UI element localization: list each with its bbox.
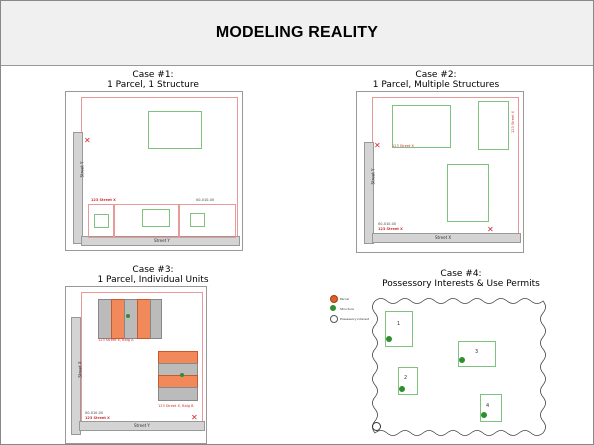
legend-possessory-icon [330,315,338,323]
case3-address-point-icon: ✕ [191,413,198,422]
legend-possessory-label: Possessory interest [340,317,369,321]
case1-street-horizontal [81,236,240,246]
case4-label-1: 1 [397,321,401,327]
case1-title-line2: 1 Parcel, 1 Structure [107,80,199,90]
case1-panel: Street Y Street Y ✕ 123 Street X 00-010-… [65,91,243,251]
case4-structure-4 [481,412,487,418]
case2-structure-3 [447,164,489,222]
case4-structure-2 [399,386,405,392]
case3-street-vertical [71,317,81,435]
case2-address-point-icon: ✕ [374,141,381,150]
case4-structure-1 [386,336,392,342]
case3-unit-a5 [150,299,162,339]
legend-parcel-icon [330,295,338,303]
case4-label-4: 4 [486,403,490,409]
case1-parcel-id: 00-010-00 [196,198,215,202]
case4-title: Case #4: Possessory Interests & Use Perm… [371,269,551,289]
case4-label-2: 2 [404,375,408,381]
case2-parcel-id: 00-010-00 [378,222,397,226]
case1-street-label-2: Street Y [154,238,170,243]
case1-address-point-icon: ✕ [84,136,91,145]
case3-building-b-point [180,373,184,377]
case4-panel: Parcel Structure Possessory interest 1 2… [327,291,557,443]
case3-title-line1: Case #3: [132,265,174,275]
case3-parcel-id: 00-010-00 [85,411,104,415]
case1-street-vertical [73,132,83,244]
case2-street-vertical [364,142,374,244]
case1-street-label: Street Y [79,161,85,178]
legend-structure-label: Structure [340,307,354,311]
case2-street-horizontal [372,233,521,243]
case2-structure-2-label: 123 Street X [510,111,515,133]
legend-structure-icon [330,305,336,311]
case2-title-line2: 1 Parcel, Multiple Structures [372,80,500,90]
case4-use-permit-2 [398,367,418,395]
case2-structure-1-label: 123 Street X [392,144,414,148]
case4-use-permit-4 [480,394,502,422]
case3-title-line2: 1 Parcel, Individual Units [97,275,209,285]
case2-structure-1 [392,105,451,148]
case2-title: Case #2: 1 Parcel, Multiple Structures [346,70,526,90]
case2-street-label-2: Street X [435,235,452,240]
case3-address: 123 Street X [85,416,110,420]
case3-title: Case #3: 1 Parcel, Individual Units [63,265,243,285]
page-title: MODELING REALITY [215,24,379,41]
case1-title: Case #1: 1 Parcel, 1 Structure [63,70,243,90]
case2-address-point-icon-2: ✕ [487,225,494,234]
case2-street-label: Street Y [370,168,376,185]
legend-parcel-label: Parcel [340,297,350,301]
case3-building-a-label: 123 Street X, Bldg A [98,338,134,342]
case1-title-line1: Case #1: [132,70,174,80]
header-bar: MODELING REALITY [1,1,593,66]
case4-title-line2: Possessory Interests & Use Permits [382,279,540,289]
case2-title-line1: Case #2: [415,70,457,80]
case1-structure [148,111,202,149]
case3-unit-b4 [158,387,198,401]
case4-title-line1: Case #4: [440,269,482,279]
case2-panel: Street Y Street X ✕ ✕ 123 Street X 123 S… [356,91,524,253]
case1-subparcel-a [88,204,115,238]
case4-parcel-wavy-boundary [372,298,546,436]
case1-small-structure-c [190,213,205,227]
case1-small-structure-a [94,214,109,228]
case4-use-permit-1 [385,311,413,347]
case2-structure-2 [478,101,509,150]
case4-possessory-interest-icon [372,422,381,431]
case1-address: 123 Street X [91,198,116,202]
case1-small-structure-b [142,209,170,227]
case1-subparcel-c [178,204,236,238]
case3-building-b-label: 123 Street X, Bldg B [158,404,194,408]
case4-label-3: 3 [475,349,479,355]
case4-use-permit-3 [458,341,496,367]
case1-subparcel-b [113,204,180,238]
case3-street-label-2: Street Y [134,423,150,428]
case2-address: 123 Street X [378,227,403,231]
case4-structure-3 [459,357,465,363]
case3-building-a-point [126,314,130,318]
case3-panel: Street X Street Y 123 Street X, Bldg A 1… [65,286,207,444]
case3-street-horizontal [79,421,205,431]
case3-street-label: Street X [77,361,83,378]
